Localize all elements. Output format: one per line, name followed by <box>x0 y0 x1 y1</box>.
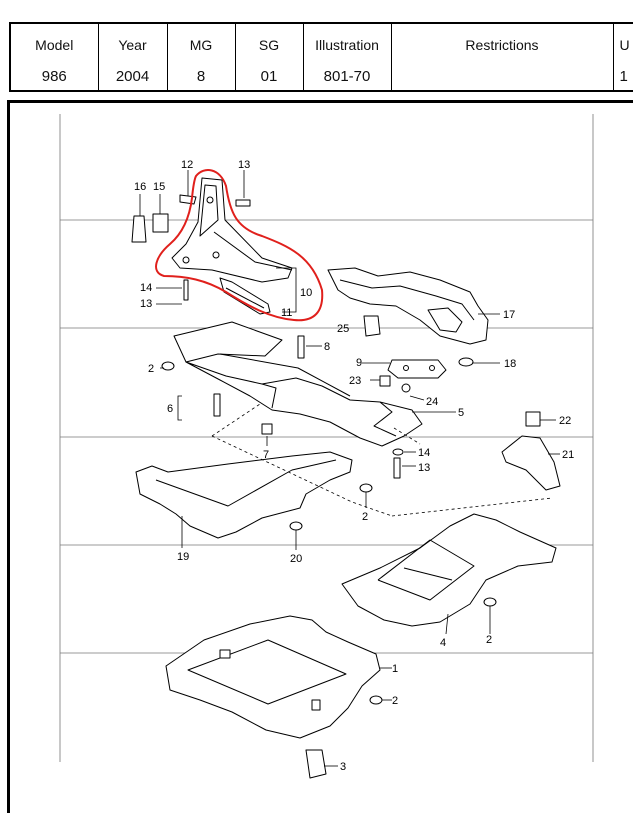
col-illustration-label: Illustration <box>303 24 392 62</box>
diagram-grid <box>59 114 594 762</box>
leader-lines <box>139 170 560 767</box>
callout-13: 13 <box>418 462 430 474</box>
col-restrictions-label: Restrictions <box>391 24 614 62</box>
callout-17: 17 <box>503 309 515 321</box>
callout-2: 2 <box>486 634 492 646</box>
col-sg-label: SG <box>235 24 304 62</box>
col-sg-value: 01 <box>235 62 304 90</box>
callout-13: 13 <box>238 159 250 171</box>
col-restrictions-value <box>391 62 614 90</box>
col-year-value: 2004 <box>98 62 168 90</box>
callout-1: 1 <box>392 663 398 675</box>
callout-20: 20 <box>290 553 302 565</box>
callout-14: 14 <box>140 282 152 294</box>
callout-2: 2 <box>392 695 398 707</box>
callout-15: 15 <box>153 181 165 193</box>
callout-11: 11 <box>281 307 292 319</box>
illustration-frame <box>7 100 633 813</box>
callout-25: 25 <box>337 323 349 335</box>
col-mg-value: 8 <box>167 62 236 90</box>
col-illustration-value: 801-70 <box>303 62 392 90</box>
callout-3: 3 <box>340 761 346 773</box>
callout-4: 4 <box>440 637 446 649</box>
callout-8: 8 <box>324 341 330 353</box>
callout-2: 2 <box>148 363 154 375</box>
col-u-label: U <box>619 37 630 53</box>
callout-6: 6 <box>167 403 173 415</box>
callout-18: 18 <box>504 358 516 370</box>
callout-14: 14 <box>418 447 430 459</box>
col-u-value: 1 <box>619 67 628 85</box>
callout-24: 24 <box>426 396 438 408</box>
col-model-label: Model <box>11 24 99 62</box>
highlight-outline <box>155 169 324 322</box>
callout-16: 16 <box>134 181 146 193</box>
callout-9: 9 <box>356 357 362 369</box>
callout-5: 5 <box>458 407 464 419</box>
assembly-lines <box>211 403 553 517</box>
callout-2: 2 <box>362 511 368 523</box>
col-model-value: 986 <box>11 62 99 90</box>
col-mg-label: MG <box>167 24 236 62</box>
callout-10: 10 <box>300 287 312 299</box>
parts-drawing <box>131 177 561 779</box>
callout-13: 13 <box>140 298 152 310</box>
callout-23: 23 <box>349 375 361 387</box>
callout-22: 22 <box>559 415 571 427</box>
callout-7: 7 <box>263 449 269 461</box>
callout-12: 12 <box>181 159 193 171</box>
parts-header-table: Model Year MG SG Illustration Restrictio… <box>9 22 633 92</box>
col-year-label: Year <box>98 24 168 62</box>
callout-21: 21 <box>562 449 574 461</box>
callout-19: 19 <box>177 551 189 563</box>
